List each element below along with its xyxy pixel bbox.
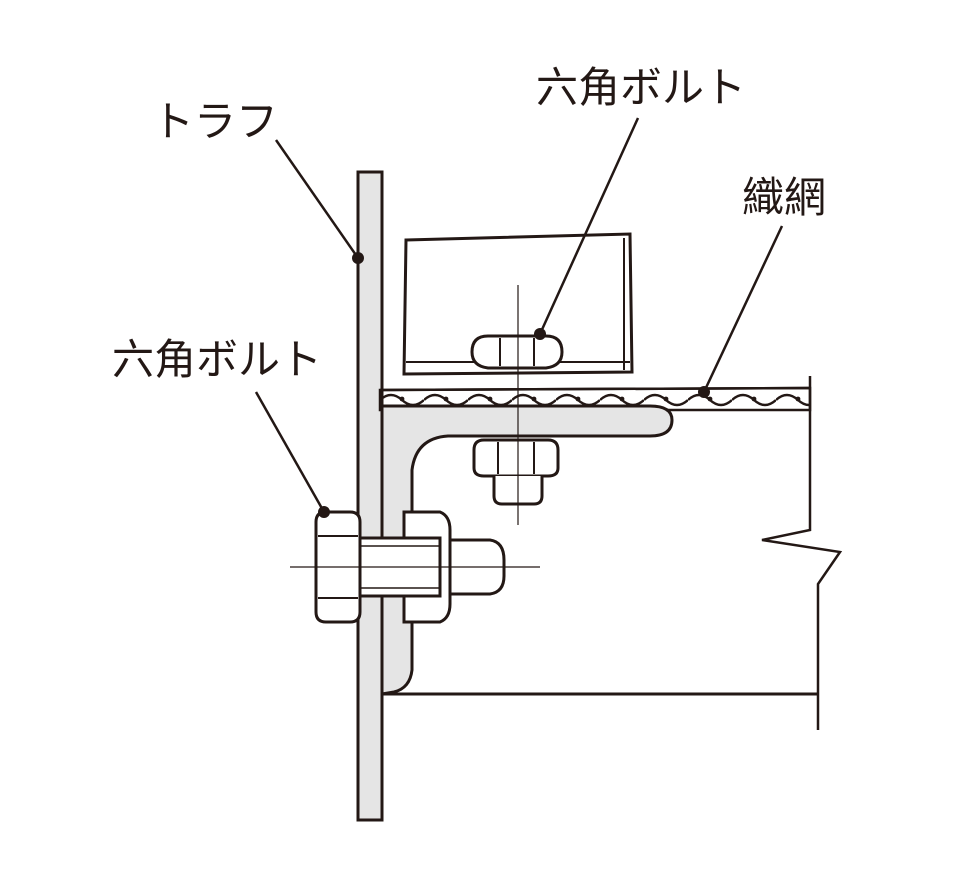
leader-hex-bolt-side: [254, 391, 326, 513]
leader-trough: [274, 139, 360, 259]
top-bolt-nut: [470, 334, 564, 370]
label-hex-bolt-side: 六角ボルト: [112, 335, 322, 384]
leader-hex-bolt-top: [538, 117, 640, 335]
angle-bracket: [380, 404, 674, 696]
leader-woven-mesh: [702, 225, 784, 393]
label-trough: トラフ: [152, 97, 278, 146]
leader-dot-hex-bolt-top: [534, 328, 546, 340]
top-bolt-head: [472, 438, 560, 478]
leader-dot-woven-mesh: [698, 386, 710, 398]
frame-outline: [761, 376, 843, 730]
leader-dot-trough: [352, 252, 364, 264]
label-woven-mesh: 織網: [742, 173, 826, 222]
trough-wall: [356, 170, 384, 822]
woven-mesh-top-line: [379, 386, 811, 392]
leader-dot-hex-bolt-side: [318, 506, 330, 518]
label-hex-bolt-top: 六角ボルト: [536, 63, 746, 112]
